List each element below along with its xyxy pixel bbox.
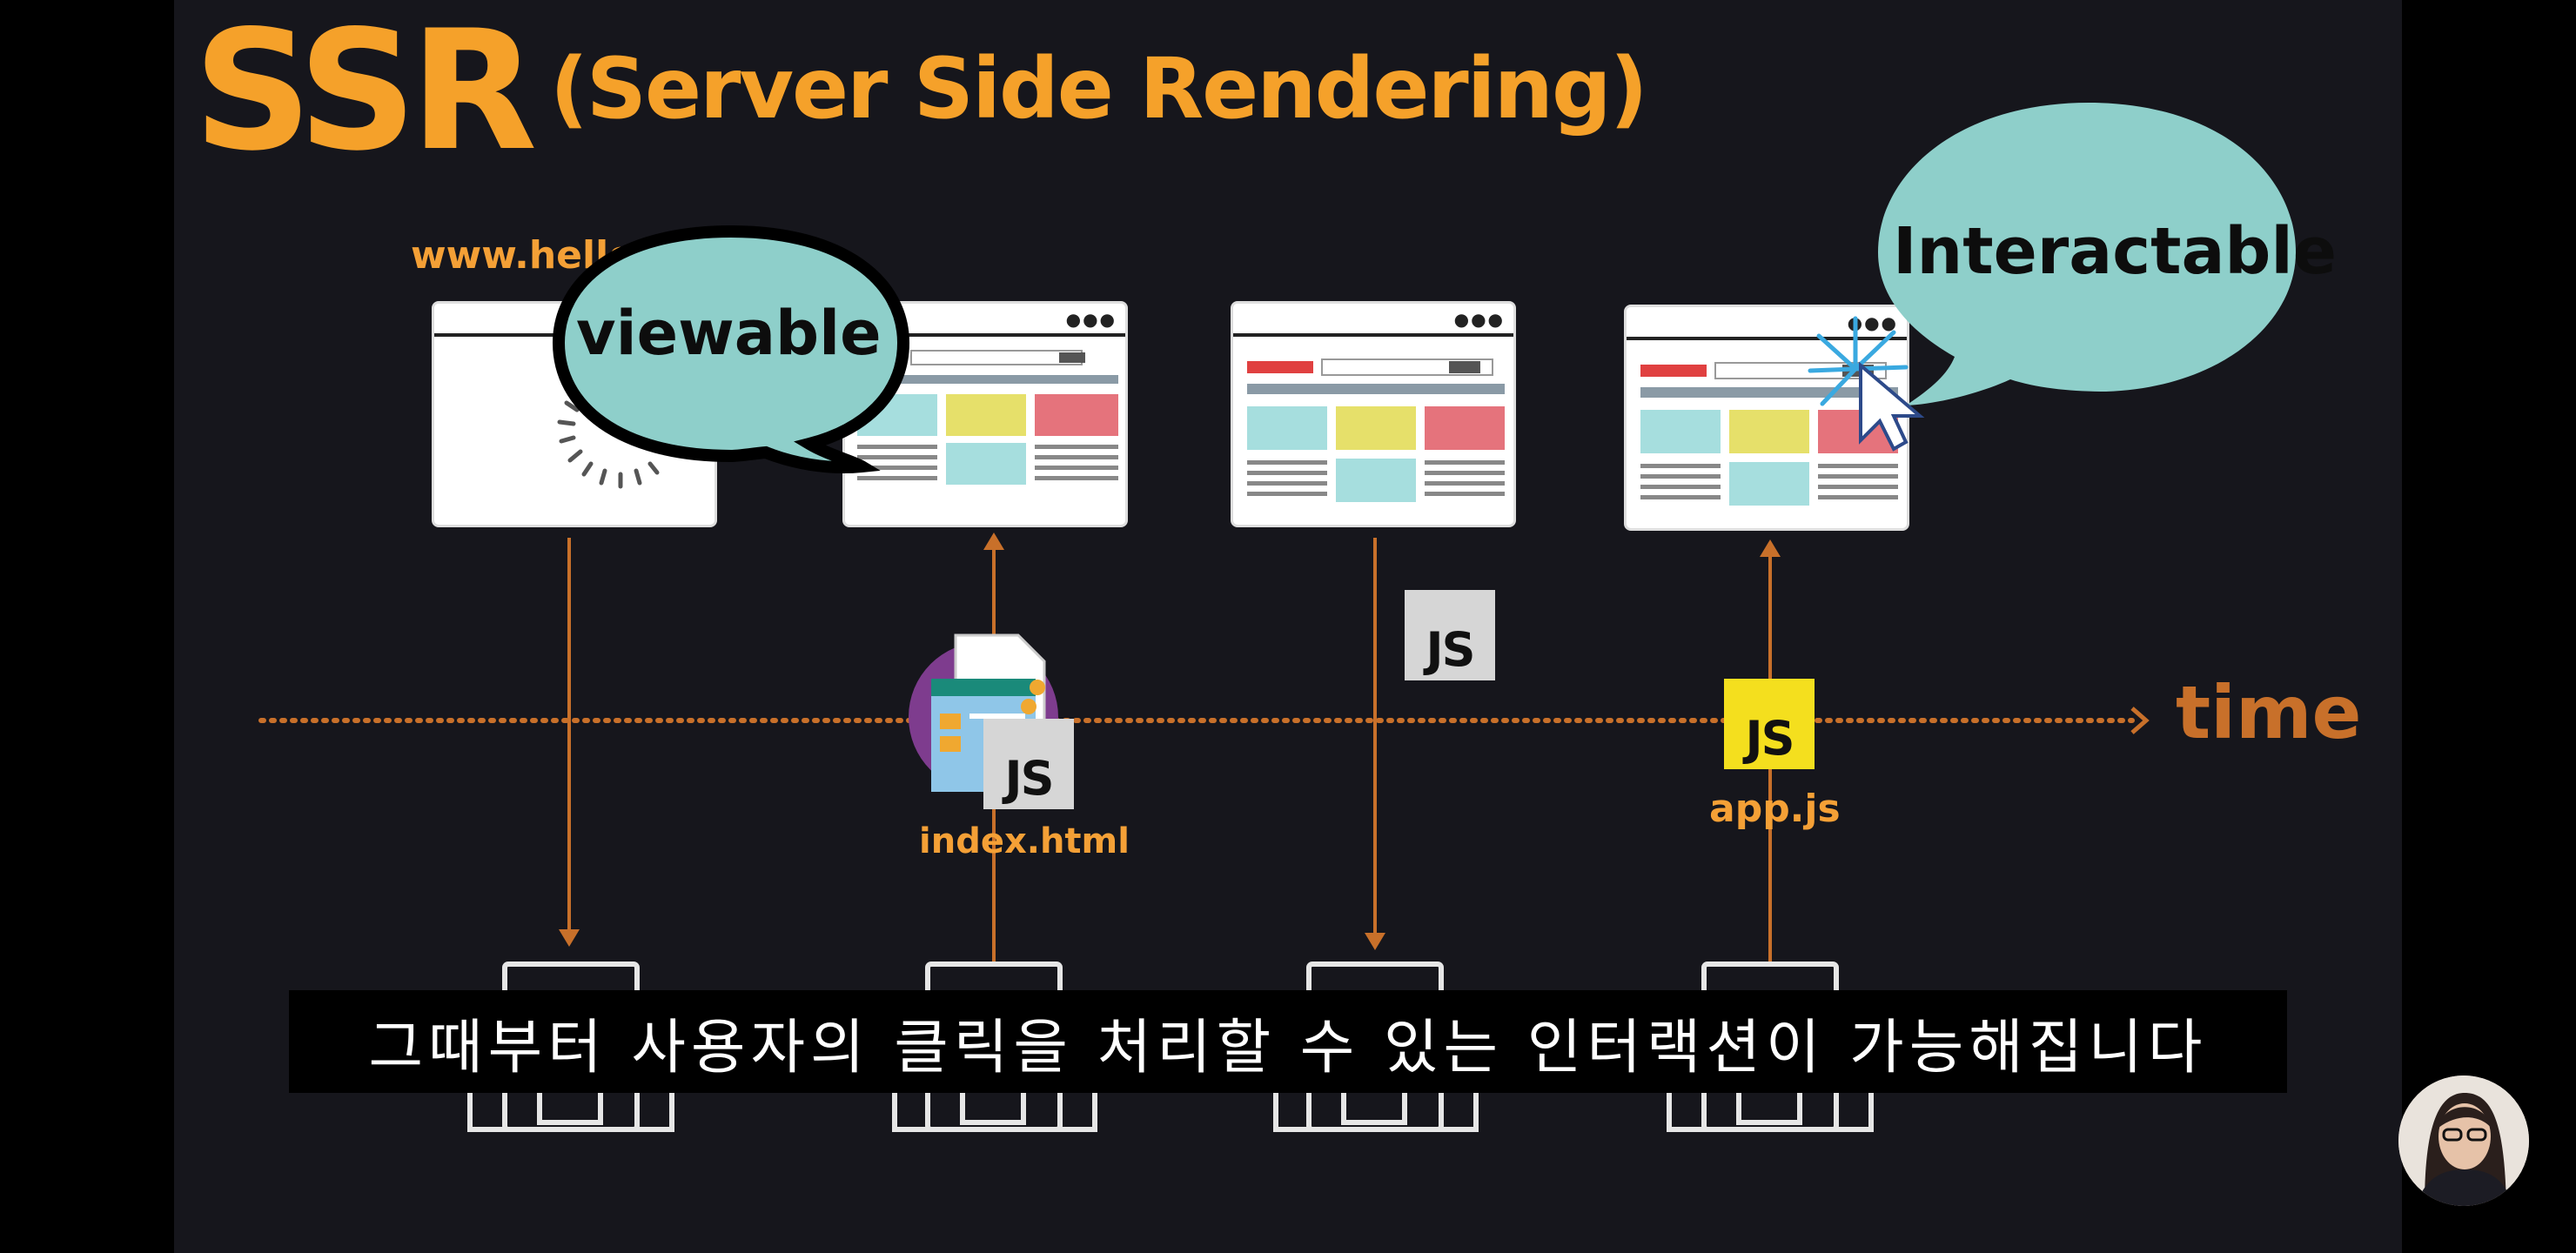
subtitle-text: 그때부터 사용자의 클릭을 처리할 수 있는 인터랙션이 가능해집니다 <box>368 1013 2208 1082</box>
viewable-label: viewable <box>576 298 882 369</box>
interactable-speech-bubble <box>1878 103 2296 405</box>
viewable-speech-bubble <box>552 224 910 474</box>
app-js-label: app.js <box>1709 787 1841 831</box>
click-cursor-icon <box>1808 316 1925 452</box>
js-badge-html: JS <box>983 719 1074 809</box>
window-dots-icon: ●●● <box>1453 309 1505 330</box>
js-badge-request: JS <box>1405 590 1495 680</box>
presenter-avatar <box>2398 1075 2529 1206</box>
slide-subtitle: (Server Side Rendering) <box>550 40 1648 137</box>
browser-rendered-2: ●●● <box>1231 301 1516 527</box>
time-label: time <box>2176 670 2362 755</box>
browser-titlebar: ●●● <box>1233 304 1513 337</box>
subtitle-caption: 그때부터 사용자의 클릭을 처리할 수 있는 인터랙션이 가능해집니다 <box>289 990 2287 1093</box>
index-html-label: index.html <box>919 821 1130 861</box>
presenter-avatar-icon <box>2398 1075 2529 1206</box>
interactable-label: Interactable <box>1893 214 2337 289</box>
time-axis-arrowhead <box>2130 707 2150 734</box>
window-dots-icon: ●●● <box>1065 309 1117 330</box>
slide-title: SSR <box>193 0 537 187</box>
js-badge-app: JS <box>1724 679 1815 769</box>
